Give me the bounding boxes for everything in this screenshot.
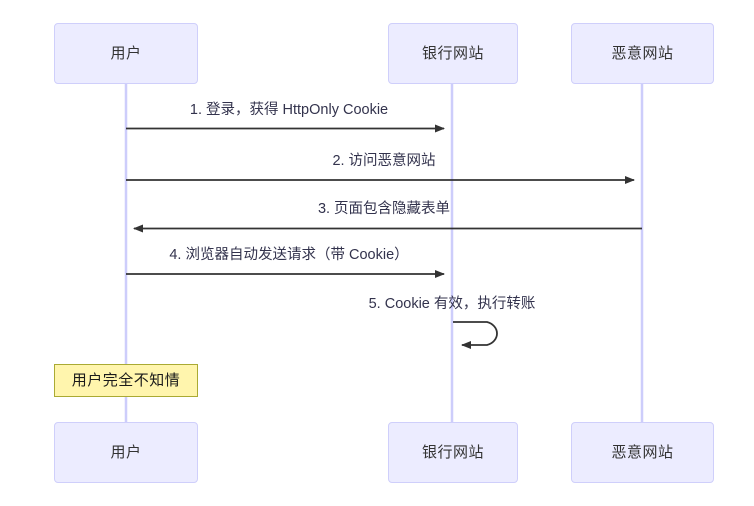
actor-label-bank-top: 银行网站 — [421, 45, 484, 62]
actor-box-evil-top[interactable]: 恶意网站 — [571, 23, 714, 84]
message-label-2: 2. 访问恶意网站 — [332, 153, 436, 169]
actor-box-user-top[interactable]: 用户 — [54, 23, 198, 84]
actor-box-user-bottom[interactable]: 用户 — [54, 422, 198, 483]
note-user-unaware-text: 用户完全不知情 — [71, 372, 181, 389]
actor-box-bank-top[interactable]: 银行网站 — [388, 23, 518, 84]
actor-label-user-top: 用户 — [110, 45, 142, 62]
actor-label-evil-top: 恶意网站 — [611, 45, 674, 62]
actor-box-evil-bottom[interactable]: 恶意网站 — [571, 422, 714, 483]
actor-label-bank-bottom: 银行网站 — [421, 444, 484, 461]
actor-label-evil-bottom: 恶意网站 — [611, 444, 674, 461]
message-label-4: 4. 浏览器自动发送请求（带 Cookie） — [169, 247, 409, 263]
actor-label-user-bottom: 用户 — [110, 444, 142, 461]
actor-box-bank-bottom[interactable]: 银行网站 — [388, 422, 518, 483]
message-label-1: 1. 登录，获得 HttpOnly Cookie — [189, 102, 389, 118]
message-arrow-5-selfloop — [453, 321, 498, 349]
message-label-5: 5. Cookie 有效，执行转账 — [368, 296, 536, 312]
note-user-unaware[interactable]: 用户完全不知情 — [54, 364, 198, 397]
message-label-3: 3. 页面包含隐藏表单 — [317, 201, 451, 217]
